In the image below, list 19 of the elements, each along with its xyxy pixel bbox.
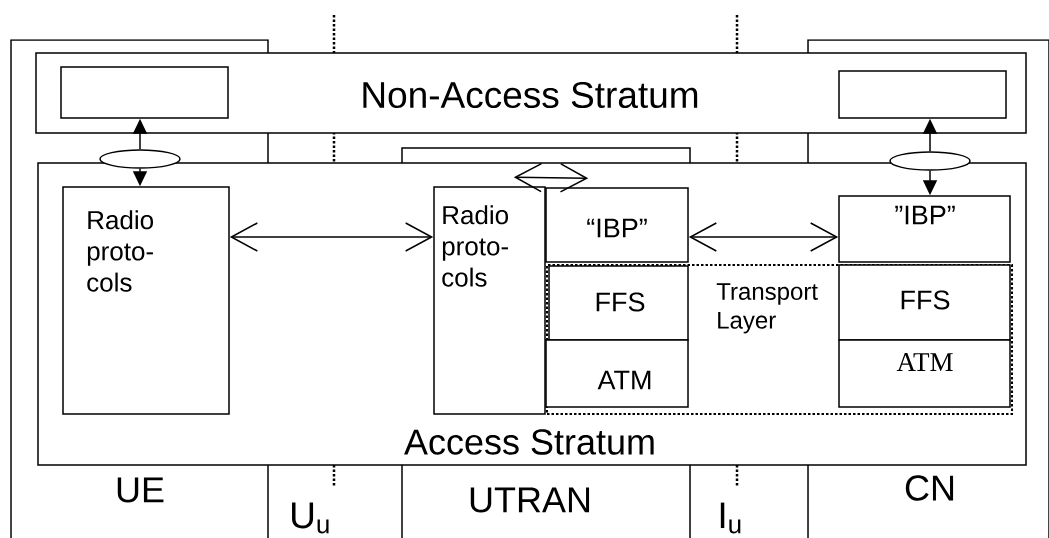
protocol-box: ATM [838, 339, 1011, 408]
arrow [688, 222, 839, 252]
connector-ellipse [889, 151, 971, 171]
column-label: CN [905, 475, 954, 501]
protocol-box: Radio proto- cols [62, 186, 230, 415]
column-label: UTRAN [470, 487, 590, 513]
interface-label: I$_{u}$ [720, 502, 741, 534]
protocol-box: FFS [838, 264, 1011, 341]
empty-box [60, 66, 229, 119]
protocol-box: FFS [548, 265, 689, 341]
empty-box [838, 70, 1007, 119]
protocol-box: ”IBP” [838, 195, 1011, 263]
arrow [229, 222, 434, 252]
column-label: UE [117, 477, 164, 503]
arrow [513, 162, 589, 193]
protocol-box: “IBP” [545, 187, 689, 263]
protocol-box: ATM [545, 339, 689, 408]
connector-ellipse [99, 149, 181, 169]
interface-label: U$_{u}$ [292, 502, 329, 534]
